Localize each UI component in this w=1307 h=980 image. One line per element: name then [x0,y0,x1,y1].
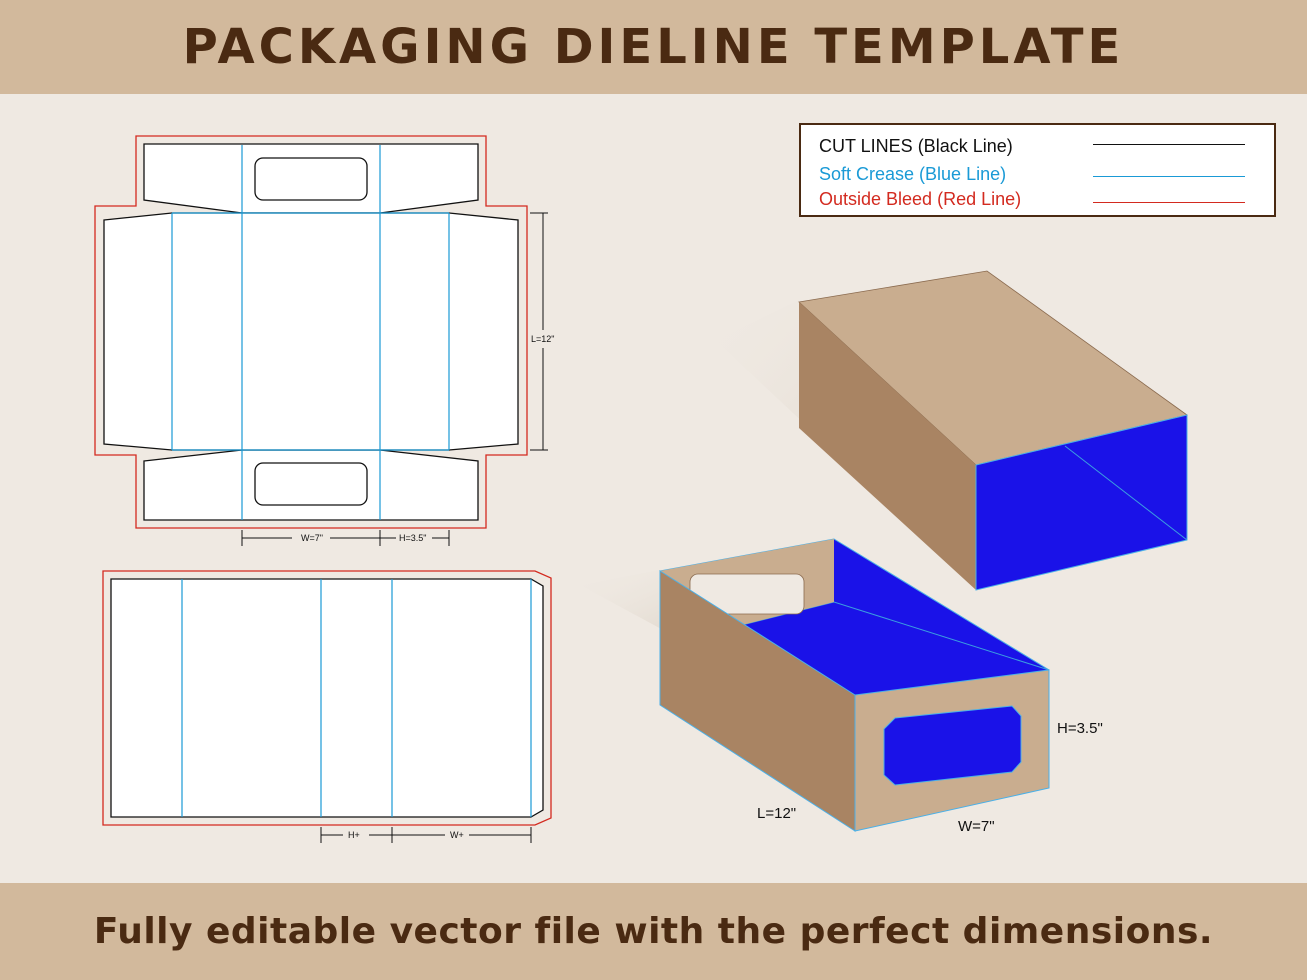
tray-height-label: H=3.5" [1057,720,1103,737]
tray-3d: H=3.5" L=12" W=7" [580,510,1103,835]
legend-box: CUT LINES (Black Line) Soft Crease (Blue… [799,123,1276,217]
bleed-outline [102,570,552,826]
tray-width-label: W=7" [958,818,995,835]
sleeve-panels [110,578,544,818]
dieline-bottom: H+ W+ [102,570,552,843]
page-title: PACKAGING DIELINE TEMPLATE [182,19,1125,75]
dim-h-plus-label: H+ [348,830,360,840]
legend-cut-line [1093,144,1245,145]
dim-length-label: L=12" [531,334,554,344]
crease-lines [171,145,450,520]
footer-band: Fully editable vector file with the perf… [0,883,1307,980]
sleeve-front-face [799,302,976,590]
handle-hole-bottom [254,462,368,506]
sleeve-inner-crease [1064,445,1188,541]
side-panels [103,212,519,451]
dim-w-plus-label: W+ [450,830,464,840]
legend-bleed-line [1093,202,1245,203]
tray-front-handle [883,705,1022,786]
tray-length-label: L=12" [757,805,796,822]
handle-hole-top [254,157,368,201]
legend-cut-label: CUT LINES (Black Line) [819,136,1013,156]
artwork: L=12" W=7" H=3.5" [94,135,1188,843]
bleed-outline [94,135,528,529]
legend-bleed-label: Outside Bleed (Red Line) [819,189,1022,209]
crease-lines [181,579,532,817]
dim-width-label: W=7" [301,533,323,543]
sleeve-3d [715,270,1188,591]
footer-tagline: Fully editable vector file with the perf… [93,911,1214,952]
legend-crease-line [1093,176,1245,177]
header-band: PACKAGING DIELINE TEMPLATE [0,0,1307,94]
dim-length [530,212,548,451]
sleeve-shadow [715,300,950,560]
dim-height-width [320,827,532,843]
dim-width-height [241,530,450,546]
legend-crease-label: Soft Crease (Blue Line) [819,164,1007,184]
dieline-top: L=12" W=7" H=3.5" [94,135,554,546]
dim-height-label: H=3.5" [399,533,426,543]
